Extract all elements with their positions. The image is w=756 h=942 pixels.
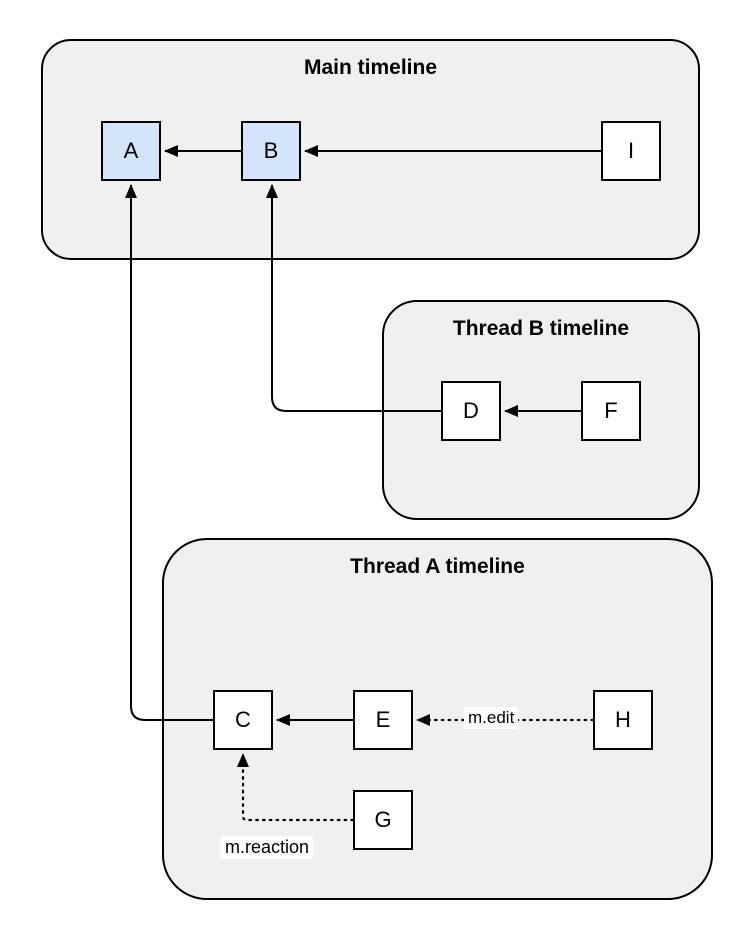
node-b-label: B	[263, 138, 279, 163]
node-g: G	[353, 790, 413, 850]
node-f: F	[581, 381, 641, 441]
node-e-label: E	[375, 707, 391, 732]
node-a: A	[101, 121, 161, 181]
node-i: I	[601, 121, 661, 181]
edge-label-m-edit: m.edit	[464, 707, 519, 729]
node-d: D	[441, 381, 501, 441]
node-f-label: F	[604, 398, 618, 423]
node-c-label: C	[235, 707, 251, 732]
edge-d-to-b	[266, 184, 441, 412]
node-a-label: A	[123, 138, 139, 163]
edge-label-m-reaction: m.reaction	[221, 836, 314, 859]
node-h: H	[593, 690, 653, 750]
edge-g-to-c-m-reaction	[237, 752, 355, 822]
node-e: E	[353, 690, 413, 750]
thread-a-timeline-title: Thread A timeline	[350, 555, 525, 578]
node-i-label: I	[627, 138, 635, 163]
main-timeline-title: Main timeline	[303, 56, 438, 79]
edge-c-to-a	[125, 184, 213, 721]
node-h-label: H	[615, 707, 631, 732]
node-g-label: G	[374, 807, 392, 832]
node-c: C	[213, 690, 273, 750]
node-b: B	[241, 121, 301, 181]
node-d-label: D	[463, 398, 479, 423]
thread-b-timeline-title: Thread B timeline	[452, 317, 630, 340]
